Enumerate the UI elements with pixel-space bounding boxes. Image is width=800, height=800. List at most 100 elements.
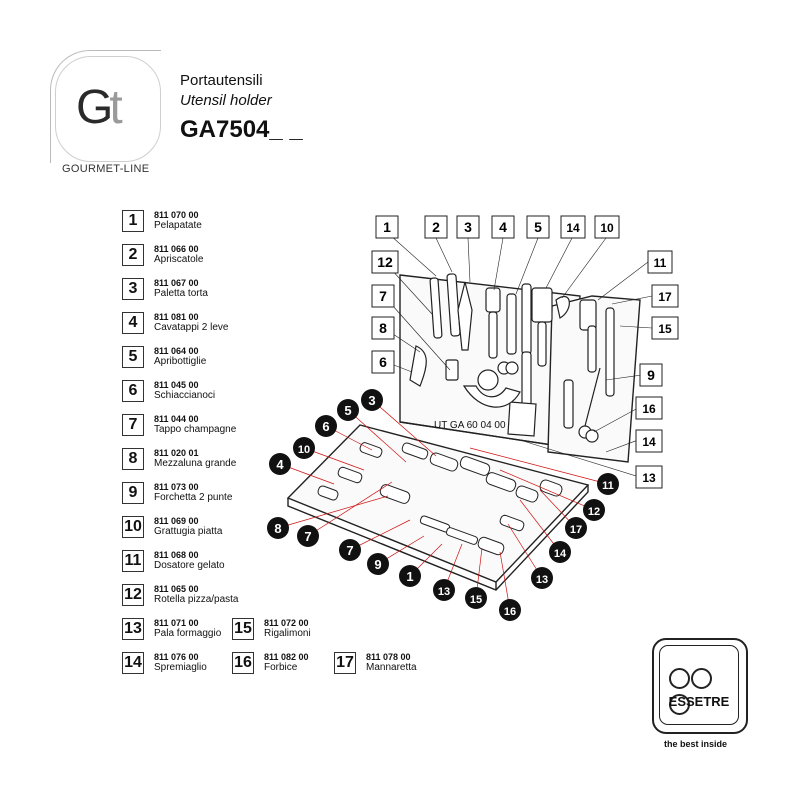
circle-callouts: 3 5 6 10 4 8 7 7 9 1 13 15 16 11 12 17 1…: [267, 389, 619, 621]
callout-label: 8: [274, 521, 281, 536]
part-number: 17: [334, 652, 356, 674]
callout-label: 12: [588, 506, 600, 518]
callout-circle: [367, 553, 389, 575]
part-number: 9: [122, 482, 144, 504]
part-number: 4: [122, 312, 144, 334]
callout-label: 17: [570, 524, 582, 536]
part-code: 811 067 00: [154, 278, 199, 288]
part-code: 811 020 01: [154, 448, 199, 458]
callout-label: 16: [642, 402, 656, 416]
callout-label: 14: [642, 435, 656, 449]
essetre-wordmark: ESSETRE: [668, 694, 730, 709]
callout-circle: [583, 499, 605, 521]
part-number: 15: [232, 618, 254, 640]
part-number: 2: [122, 244, 144, 266]
part-name: Pelapatate: [154, 220, 202, 231]
part-code: 811 073 00: [154, 482, 199, 492]
callout-box: [635, 465, 663, 489]
callout-box: [375, 215, 399, 239]
callout-label: 9: [374, 557, 381, 572]
part-number: 1: [122, 210, 144, 232]
part-code: 811 044 00: [154, 414, 199, 424]
part-name: Spremiaglio: [154, 662, 207, 673]
part-name: Apriscatole: [154, 254, 204, 265]
callout-box: [639, 363, 663, 387]
callout-circle: [315, 415, 337, 437]
part-number: 8: [122, 448, 144, 470]
callout-label: 5: [344, 403, 351, 418]
part-code: 811 072 00: [264, 618, 309, 628]
callout-label: 14: [566, 221, 580, 235]
callout-box: [635, 429, 663, 453]
part-name: Paletta torta: [154, 288, 208, 299]
utensils: [409, 273, 615, 443]
callout-box: [560, 215, 586, 239]
callout-label: 10: [600, 221, 614, 235]
callout-label: 13: [642, 471, 656, 485]
callout-box: [456, 215, 480, 239]
panel-label: UT GA 60 04 00: [434, 420, 506, 431]
callout-label: 11: [654, 256, 667, 270]
callout-circle: [339, 539, 361, 561]
part-name: Schiaccianoci: [154, 390, 216, 401]
callout-label: 7: [379, 288, 387, 304]
tray-cutouts: [317, 442, 563, 556]
part-code: 811 082 00: [264, 652, 309, 662]
callout-box: [371, 350, 395, 374]
callout-label: 1: [406, 569, 413, 584]
part-number: 12: [122, 584, 144, 606]
callout-label: 3: [368, 393, 375, 408]
essetre-tagline: the best inside: [664, 739, 728, 749]
callout-circle: [399, 565, 421, 587]
callout-box: [526, 215, 550, 239]
part-code: 811 045 00: [154, 380, 199, 390]
callout-circle: [297, 525, 319, 547]
callout-box: [635, 396, 663, 420]
tray-leader-lines: [277, 399, 609, 611]
title-english: Utensil holder: [180, 92, 272, 109]
callout-label: 13: [438, 586, 450, 598]
callout-label: 6: [379, 354, 387, 370]
part-code: 811 068 00: [154, 550, 199, 560]
callout-circle: [269, 453, 291, 475]
box-callouts: 1 2 3 4 5 14 10 11 17 15 12 7 8 6 9 16 1…: [371, 215, 679, 489]
part-name: Forbice: [264, 662, 298, 673]
callout-box: [647, 250, 673, 274]
part-code: 811 081 00: [154, 312, 199, 322]
part-name: Mezzaluna grande: [154, 458, 237, 469]
part-name: Grattugia piatta: [154, 526, 223, 537]
callout-label: 4: [499, 219, 507, 235]
base-tray: [286, 424, 590, 591]
part-number: 11: [122, 550, 144, 572]
callout-label: 6: [322, 419, 329, 434]
part-number: 13: [122, 618, 144, 640]
callout-box: [371, 250, 399, 274]
callout-box: [491, 215, 515, 239]
essetre-logo-inner: ESSETRE: [659, 645, 739, 725]
part-name: Rigalimoni: [264, 628, 311, 639]
callout-circle: [499, 599, 521, 621]
part-name: Dosatore gelato: [154, 560, 225, 571]
callout-label: 14: [554, 548, 567, 560]
callout-label: 2: [432, 219, 440, 235]
callout-circle: [433, 579, 455, 601]
callout-box: [371, 284, 395, 308]
callout-label: 13: [536, 574, 548, 586]
three-circles-icon: [669, 668, 731, 715]
callout-circle: [337, 399, 359, 421]
callout-circle: [293, 437, 315, 459]
part-code: 811 078 00: [366, 652, 411, 662]
callout-circle: [565, 517, 587, 539]
part-number: 14: [122, 652, 144, 674]
part-code: 811 071 00: [154, 618, 199, 628]
part-name: Tappo champagne: [154, 424, 237, 435]
part-number: 7: [122, 414, 144, 436]
part-number: 6: [122, 380, 144, 402]
callout-circle: [267, 517, 289, 539]
callout-box: [371, 316, 395, 340]
callout-label: 15: [658, 322, 672, 336]
callout-box: [651, 316, 679, 340]
title-italian: Portautensili: [180, 72, 263, 89]
part-number: 16: [232, 652, 254, 674]
